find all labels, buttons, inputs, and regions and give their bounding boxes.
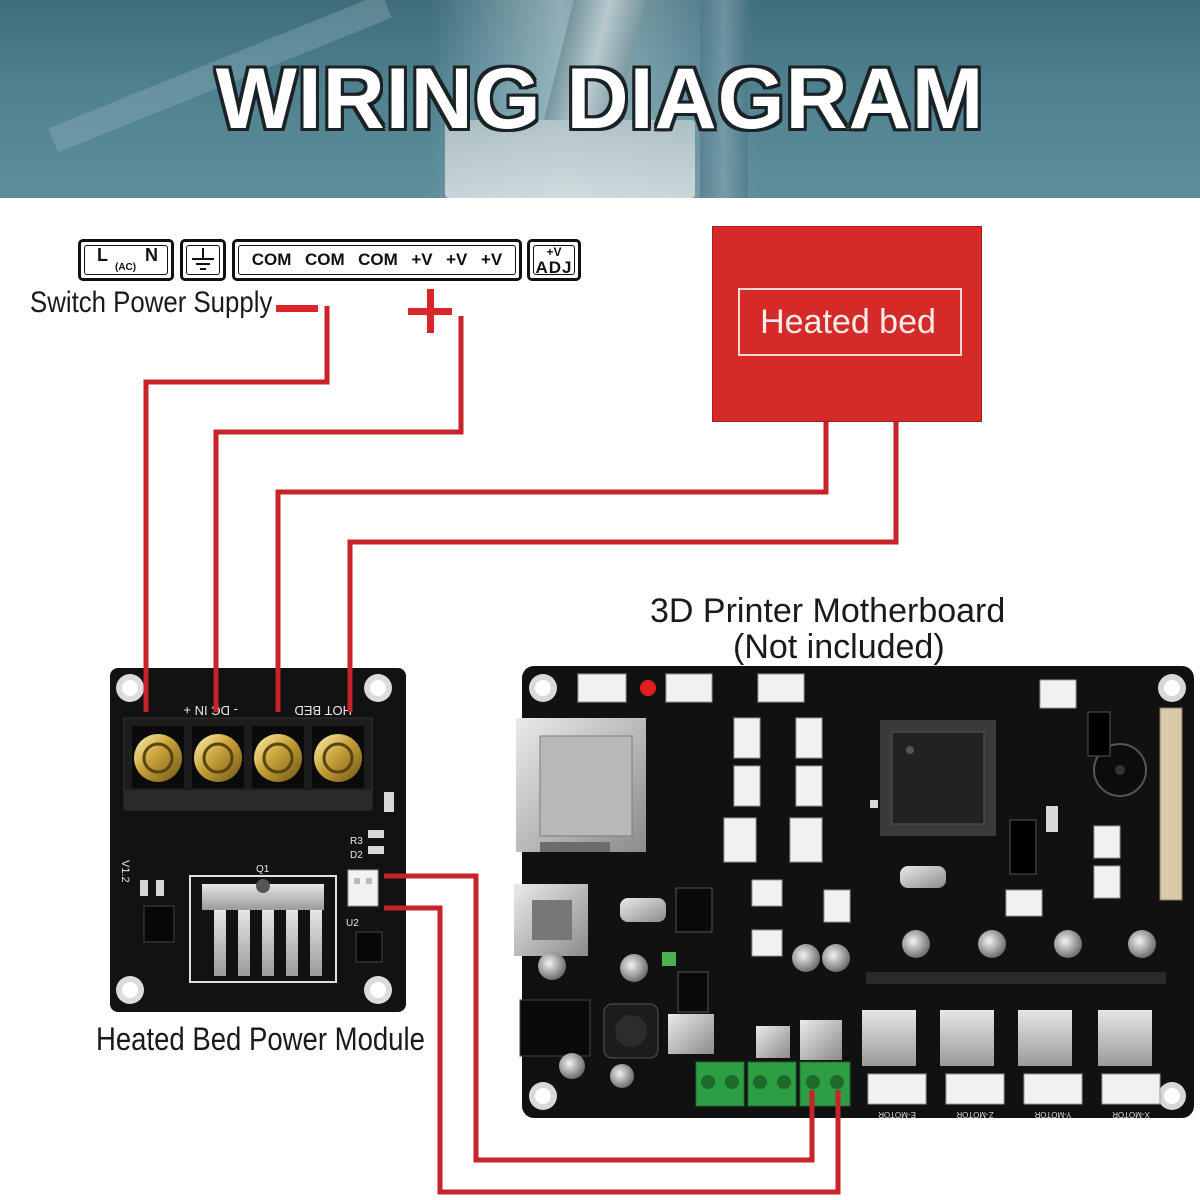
banner-title: WIRING DIAGRAM	[215, 51, 985, 147]
module-silk-q1: Q1	[256, 864, 270, 875]
psu-label: Switch Power Supply	[30, 286, 273, 319]
stepper-driver-heatsinks	[862, 1010, 1152, 1066]
banner-photo-rail	[700, 0, 748, 198]
minus-sign-icon	[276, 305, 318, 312]
mcu-chip	[880, 720, 996, 836]
x-motor-connector	[1101, 1073, 1161, 1105]
module-silk-version: V1.2	[119, 860, 131, 883]
psu-ground-terminal	[180, 239, 226, 281]
wires	[143, 306, 899, 1195]
ground-icon	[192, 248, 214, 270]
wire-bed-2	[347, 422, 899, 712]
dc-jack	[519, 999, 591, 1057]
heated-bed-power-module: - DC IN + HOT BED V1.2 Q1 U2 D2 R3	[110, 668, 406, 1012]
module-silk-u2: U2	[346, 918, 359, 929]
y-motor-connector	[1023, 1073, 1083, 1105]
psu-v-2: +V	[446, 250, 468, 269]
plus-sign-icon-vertical	[427, 289, 434, 333]
x-motor-label: X-MOTOR	[1112, 1110, 1150, 1119]
module-screw-terminals	[132, 726, 364, 788]
psu-adj-terminal: +V ADJ	[527, 239, 581, 281]
psu-com-1: COM	[251, 250, 292, 269]
psu-n-label: N	[145, 245, 158, 265]
heated-bed-label: Heated bed	[760, 303, 936, 341]
psu-adj-label: ADJ	[535, 258, 573, 277]
y-motor-label: Y-MOTOR	[1034, 1110, 1071, 1119]
z-motor-label: Z-MOTOR	[956, 1110, 993, 1119]
motherboard-note: (Not included)	[733, 628, 945, 666]
e-motor-connector	[867, 1073, 927, 1105]
banner: WIRING DIAGRAM	[0, 0, 1200, 198]
capacitors	[538, 930, 1156, 1088]
module-label: Heated Bed Power Module	[96, 1021, 425, 1057]
psu-v-3: +V	[480, 250, 503, 269]
module-silk-r3: R3	[350, 836, 363, 847]
psu-ac-terminal: L (AC) N	[78, 239, 174, 281]
psu-com-3: COM	[358, 250, 398, 269]
wire-psu-negative	[143, 306, 330, 712]
module-silk-d2: D2	[350, 850, 363, 861]
psu-ac-label: (AC)	[115, 262, 137, 273]
green-terminal-blocks	[695, 1061, 851, 1107]
wire-signal-1	[384, 873, 815, 1163]
module-silk-dc-in: - DC IN +	[183, 703, 238, 718]
banner-photo-print-block	[445, 120, 695, 198]
psu-l-label: L	[97, 245, 108, 265]
wire-signal-2	[384, 905, 841, 1195]
wire-psu-positive	[213, 316, 464, 712]
module-silk-hot-bed: HOT BED	[294, 703, 352, 718]
e-motor-label: E-MOTOR	[878, 1110, 916, 1119]
motherboard-title: 3D Printer Motherboard	[650, 592, 1006, 630]
psu-output-terminal: COM COM COM +V +V +V	[232, 239, 522, 281]
psu-adj-v-label: +V	[546, 245, 562, 259]
z-motor-connector	[945, 1073, 1005, 1105]
heated-bed-frame	[738, 288, 962, 356]
wire-bed-1	[275, 422, 829, 712]
sd-card-slot	[516, 718, 646, 852]
printer-motherboard: E-MOTOR Z-MOTOR Y-MOTOR X-MOTOR	[514, 666, 1194, 1119]
psu-v-1: +V	[411, 250, 433, 269]
module-heatsink	[189, 875, 337, 983]
psu-com-2: COM	[304, 250, 345, 269]
heated-bed: Heated bed	[712, 226, 982, 422]
